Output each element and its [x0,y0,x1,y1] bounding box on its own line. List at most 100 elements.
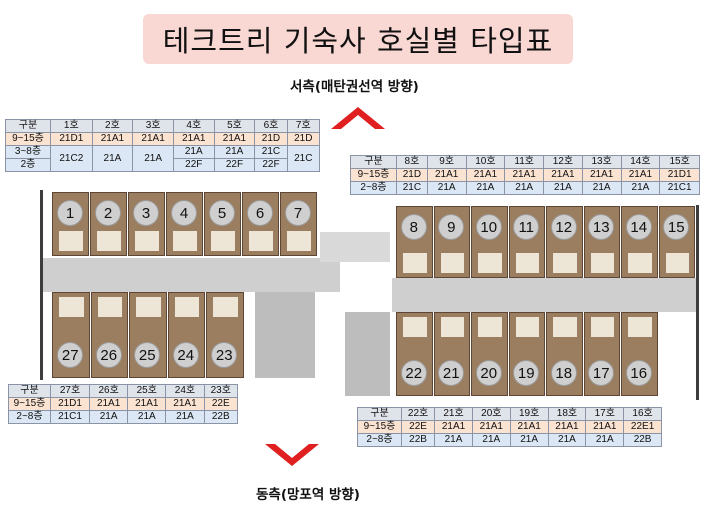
room-bathroom [173,231,197,251]
type-cell: 21A1 [547,420,587,434]
room-number: 4 [171,200,197,226]
type-cell: 21A [471,433,511,447]
room-bathroom [628,253,652,273]
room-number: 16 [625,360,652,386]
type-cell: 21A1 [465,168,506,182]
room-bathroom [213,297,238,317]
room-number: 9 [438,214,465,240]
room-bathroom [287,231,311,251]
header-cell: 19호 [509,407,549,421]
type-cell: 21A [165,410,205,424]
type-cell: 21A1 [127,397,167,411]
room-bathroom [211,231,235,251]
header-cell: 6호 [254,119,288,133]
type-table-east-left: 구분 27호 26호 25호 24호 23호 9~15층 21D1 21A1 2… [8,384,239,424]
type-cell: 22F [213,158,256,172]
room-bathroom [174,297,199,317]
floor-label: 2~8층 [350,181,397,195]
room-number: 7 [285,200,311,226]
corridor-left [40,258,340,292]
room-number: 21 [438,360,465,386]
room-bathroom [553,253,577,273]
header-cell: 3호 [132,119,174,133]
room-unit [508,206,545,278]
room-number: 17 [588,360,615,386]
type-cell: 21A [426,181,467,195]
stair-block-left [255,292,315,378]
floor-label: 9~15층 [350,168,397,182]
room-bathroom [97,297,122,317]
room-number: 15 [663,214,690,240]
type-cell: 21A [581,181,622,195]
room-number: 24 [172,342,199,368]
type-cell: 21A1 [581,168,622,182]
room-bathroom [590,253,614,273]
type-table-west-right: 구분 8호 9호 10호 11호 12호 13호 14호 15호 9~15층 2… [350,155,700,195]
room-bathroom [440,253,464,273]
type-cell: 21A1 [172,132,215,146]
type-cell: 21D1 [49,397,91,411]
room-number: 23 [211,342,238,368]
room-bathroom [440,317,464,337]
room-bathroom [135,231,159,251]
floor-label: 2층 [5,158,51,172]
type-cell: 21A [465,181,506,195]
room-unit [396,312,433,396]
floor-label: 2~8층 [8,410,51,424]
type-cell: 21C1 [659,181,700,195]
room-bathroom [628,317,652,337]
room-number: 2 [95,200,121,226]
type-cell: 21C2 [50,145,93,172]
type-cell: 21A [620,181,661,195]
room-number: 8 [400,214,427,240]
floor-label: 9~15층 [5,132,51,146]
type-cell: 21A1 [543,168,583,182]
room-number: 13 [588,214,615,240]
type-cell: 21A [547,433,587,447]
header-cell: 12호 [543,155,583,169]
type-cell: 21A1 [620,168,661,182]
header-cell: 10호 [465,155,506,169]
table-row: 9~15층 21D 21A1 21A1 21A1 21A1 21A1 21A1 … [350,168,700,182]
table-row: 9~15층 21D1 21A1 21A1 21A1 21A1 21D 21D [5,132,321,146]
room-number: 19 [513,360,540,386]
type-table-west-left: 구분 1호 2호 3호 4호 5호 6호 7호 9~15층 21D1 21A1 … [5,119,321,172]
room-number: 6 [247,200,273,226]
table-row: 2~8층 21C1 21A 21A 21A 22B [8,410,239,424]
type-cell: 21A1 [471,420,511,434]
type-cell: 22E [203,397,239,411]
header-cell: 25호 [127,384,167,398]
room-number: 5 [209,200,235,226]
floor-label: 3~8층 [5,145,51,159]
type-cell: 21D1 [50,132,93,146]
type-cell: 22E [400,420,436,434]
table-row: 2~8층 22B 21A 21A 21A 21A 21A 22B [357,433,662,447]
table-row: 9~15층 22E 21A1 21A1 21A1 21A1 21A1 22E1 [357,420,662,434]
room-bathroom [478,317,502,337]
type-cell: 22B [400,433,436,447]
type-cell: 21C [396,181,428,195]
room-bathroom [59,231,83,251]
room-number: 10 [475,214,502,240]
room-bathroom [515,317,539,337]
type-cell: 22E1 [623,420,662,434]
room-bathroom [590,317,614,337]
room-unit [433,312,470,396]
header-cell: 13호 [581,155,622,169]
type-cell: 21A [543,181,583,195]
table-row: 2층 22F 22F 22F [5,158,320,172]
type-cell: 21A1 [509,420,549,434]
header-cell: 16호 [623,407,662,421]
table-header-row: 구분 27호 26호 25호 24호 23호 [8,384,239,398]
room-number: 22 [400,360,427,386]
stair-block-right [345,312,390,396]
type-cell: 21A [213,145,256,159]
room-unit [583,312,620,396]
room-bathroom [97,231,121,251]
room-number: 3 [133,200,159,226]
header-cell: 4호 [172,119,215,133]
down-arrow-icon [265,444,319,466]
type-cell: 21A1 [504,168,545,182]
room-bathroom [478,253,502,273]
header-cell: 구분 [357,407,402,421]
